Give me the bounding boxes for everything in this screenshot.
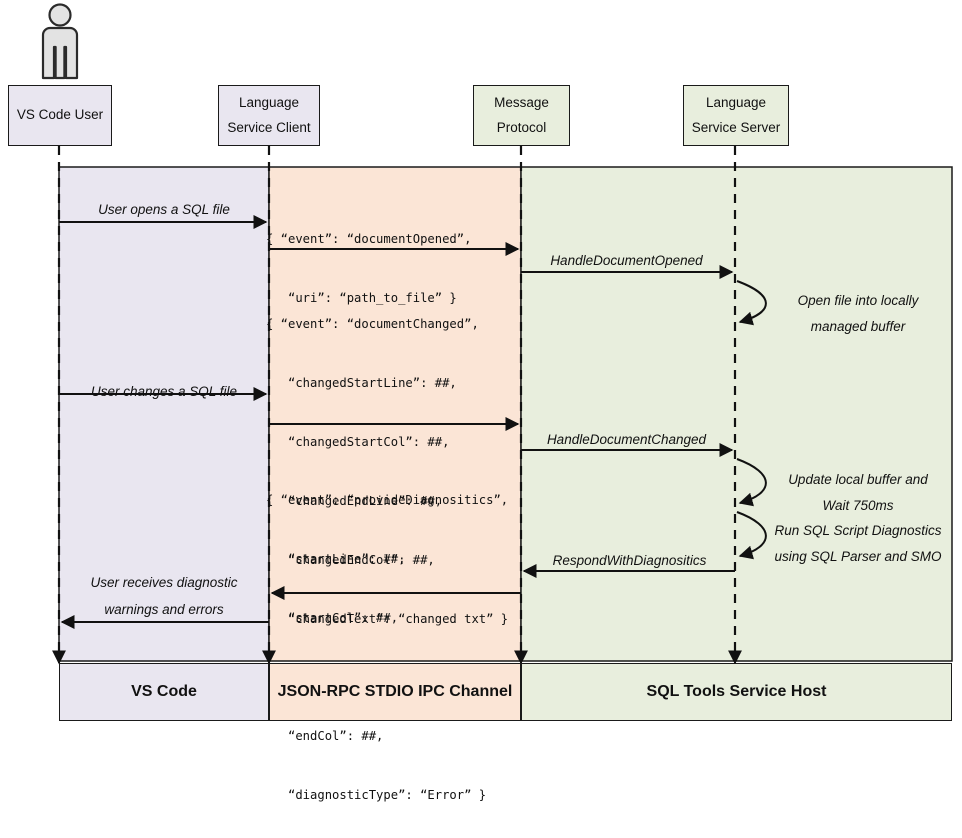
note-line2: using SQL Parser and SMO	[774, 548, 942, 564]
message-arrows	[59, 215, 767, 629]
selfloop-open-file-into-buffer	[736, 280, 767, 326]
payload-line: “changedStartCol”: ##,	[266, 435, 450, 450]
participant-label-line1: Language	[705, 94, 767, 110]
note-run-sql-diagnostics: Run SQL Script Diagnostics using SQL Par…	[768, 518, 948, 569]
lifelines	[57, 146, 737, 662]
footer-zone-label: JSON-RPC STDIO IPC Channel	[277, 683, 513, 700]
participant-message-protocol[interactable]: Message Protocol	[473, 85, 570, 146]
payload-document-opened: { “event”: “documentOpened”, “uri”: “pat…	[266, 198, 471, 340]
participant-label-line1: Message	[494, 94, 549, 110]
participant-label-line1: Language	[238, 94, 300, 110]
payload-line: “diagnosticType”: “Error” }	[266, 787, 487, 802]
person-head	[48, 3, 72, 27]
payload-line: “startCol”: ##,	[266, 611, 399, 626]
lifeline-terminators	[52, 650, 742, 665]
participant-label-line2: Service Client	[227, 119, 311, 135]
payload-line: “changedText”: “changed txt” }	[266, 611, 509, 626]
footer-zone-vs-code[interactable]: VS Code	[59, 663, 269, 721]
payload-line: { “event”: “provideDiagnositics”,	[266, 493, 509, 508]
footer-zone-jsonrpc[interactable]: JSON-RPC STDIO IPC Channel	[269, 663, 521, 721]
payload-line: “changedEndLine”: ##,	[266, 494, 443, 509]
diagram-canvas	[52, 146, 953, 665]
zone-band-service	[520, 166, 953, 662]
participant-label-line2: Protocol	[496, 119, 547, 135]
payload-line: { “event”: “documentChanged”,	[266, 317, 479, 332]
note-line1: Run SQL Script Diagnostics	[774, 523, 942, 538]
selfloop-update-buffer-wait	[736, 458, 767, 507]
note-line1: Update local buffer and	[788, 472, 928, 487]
payload-document-changed: { “event”: “documentChanged”, “changedSt…	[266, 283, 508, 661]
payload-line: “startLine”: ##,	[266, 552, 406, 567]
note-line2: Wait 750ms	[822, 497, 894, 513]
participant-label-line1: VS Code User	[16, 107, 104, 123]
payload-line: “uri”: “path_to_file” }	[266, 291, 457, 306]
participant-label-line2: Service Server	[691, 119, 781, 135]
selfloop-run-sql-diagnostics	[736, 511, 767, 560]
person-body	[41, 26, 79, 80]
footer-zone-label: SQL Tools Service Host	[646, 683, 827, 700]
zone-band-vscode	[58, 166, 270, 662]
payload-line: { “event”: “documentOpened”,	[266, 232, 472, 247]
sequence-diagram: VS Code User Language Service Client Mes…	[8, 3, 953, 802]
note-update-buffer-wait: Update local buffer and Wait 750ms	[768, 467, 948, 518]
payload-line: “changedStartLine”: ##,	[266, 376, 457, 391]
participant-language-service-server[interactable]: Language Service Server	[683, 85, 789, 146]
payload-provide-diagnostics: { “event”: “provideDiagnositics”, “start…	[266, 459, 508, 837]
footer-zone-sqltools-host[interactable]: SQL Tools Service Host	[521, 663, 952, 721]
participant-language-service-client[interactable]: Language Service Client	[218, 85, 320, 146]
note-line2: managed buffer	[810, 318, 906, 334]
payload-line: “changedEndCol”: ##,	[266, 553, 435, 568]
participant-vs-code-user[interactable]: VS Code User	[8, 85, 112, 146]
footer-zone-label: VS Code	[131, 683, 197, 700]
note-open-file-into-buffer: Open file into locally managed buffer	[768, 288, 948, 339]
user-person-icon	[41, 3, 79, 80]
note-line1: Open file into locally	[797, 293, 919, 308]
payload-line: “endCol”: ##,	[266, 729, 384, 744]
